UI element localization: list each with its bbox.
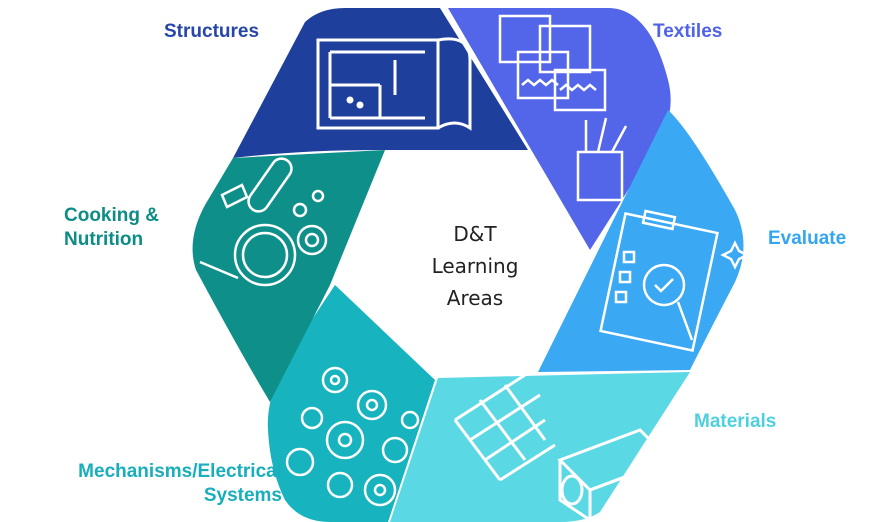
- gears-icon: [285, 366, 420, 507]
- wood-weave-icon: [453, 373, 673, 522]
- center-title-line1: D&T: [453, 222, 497, 246]
- segment-structures-shape: [233, 8, 528, 158]
- label-materials: Materials: [694, 410, 776, 434]
- label-cooking-line2: Nutrition: [64, 229, 144, 250]
- label-evaluate: Evaluate: [768, 227, 846, 251]
- segment-materials-shape: [390, 372, 690, 522]
- segment-cooking: [192, 150, 385, 402]
- segment-structures: [233, 8, 528, 158]
- center-title: D&T Learning Areas: [405, 218, 545, 314]
- segment-cooking-shape: [192, 150, 385, 402]
- segment-textiles: [448, 8, 671, 250]
- kitchen-tools-icon: [199, 157, 328, 287]
- label-textiles-text: Textiles: [653, 21, 723, 42]
- label-cooking: Cooking & Nutrition: [64, 204, 159, 252]
- label-structures: Structures: [164, 20, 259, 44]
- blueprint-icon: [316, 37, 472, 131]
- label-materials-text: Materials: [694, 411, 777, 432]
- fabric-swatches-icon: [498, 14, 628, 202]
- segment-textiles-shape: [448, 8, 671, 250]
- clipboard-magnifier-icon: [599, 209, 750, 352]
- label-mechanisms: Mechanisms/Electrical Systems: [30, 460, 282, 508]
- label-mechanisms-line1: Mechanisms/Electrical: [78, 461, 282, 482]
- label-structures-text: Structures: [164, 21, 260, 42]
- segment-mechanisms: [267, 285, 435, 522]
- center-title-line3: Areas: [446, 286, 504, 310]
- label-evaluate-text: Evaluate: [768, 228, 847, 249]
- segment-evaluate: [538, 110, 750, 372]
- label-cooking-line1: Cooking &: [64, 205, 159, 226]
- center-title-line2: Learning: [431, 254, 519, 278]
- label-mechanisms-line2: Systems: [203, 485, 282, 506]
- segment-materials: [390, 372, 690, 522]
- label-textiles: Textiles: [653, 20, 722, 44]
- segment-evaluate-shape: [538, 110, 744, 372]
